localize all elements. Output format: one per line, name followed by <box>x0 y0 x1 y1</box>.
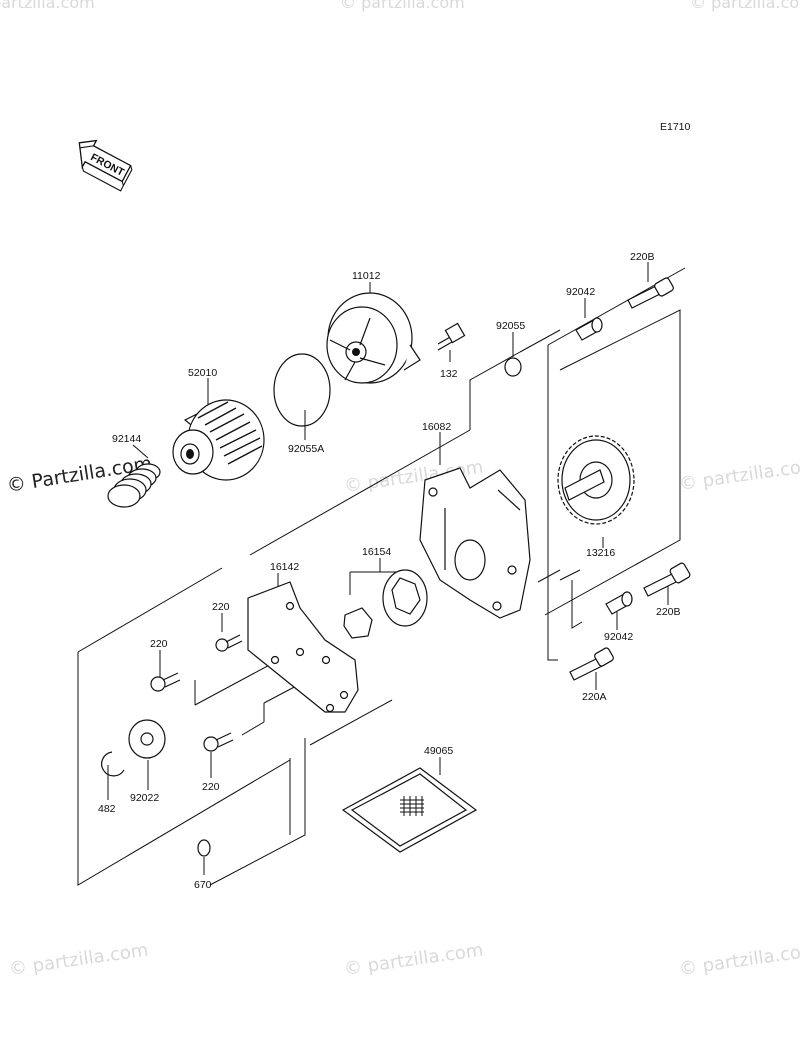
assembly-outline <box>77 267 686 886</box>
label-220-c: 220 <box>202 781 220 793</box>
circlip-part <box>101 751 125 777</box>
screw-220-a-part <box>215 634 243 652</box>
strainer-part <box>341 767 478 853</box>
label-92055: 92055 <box>496 320 525 332</box>
label-16142: 16142 <box>270 561 299 573</box>
o-ring-small-part <box>504 357 522 377</box>
front-arrow-icon: FRONT <box>78 139 133 192</box>
label-132: 132 <box>440 368 458 380</box>
label-220b-bottom: 220B <box>656 606 681 618</box>
cover-plate-part <box>247 581 359 713</box>
label-220-b: 220 <box>150 638 168 650</box>
svg-text:© partzilla.com: © partzilla.com <box>678 940 800 980</box>
sleeve-bottom-part <box>605 591 633 615</box>
label-92022: 92022 <box>130 792 159 804</box>
rotor-part <box>343 569 428 639</box>
bolt-220b-top-part <box>627 277 674 309</box>
label-13216: 13216 <box>586 547 615 559</box>
o-ring-670-part <box>197 839 211 857</box>
svg-text:© partzilla.com: © partzilla.com <box>340 0 465 12</box>
svg-text:© partzilla.com: © partzilla.com <box>343 940 485 980</box>
label-482: 482 <box>98 803 116 815</box>
label-670: 670 <box>194 879 212 891</box>
oil-filter-part <box>172 399 265 481</box>
screw-220-c-part <box>203 732 234 752</box>
label-92042-top: 92042 <box>566 286 595 298</box>
part-labels: 11012 52010 92055A 92144 132 92055 92042… <box>98 251 681 891</box>
label-52010: 52010 <box>188 367 217 379</box>
pump-gear-part <box>557 435 635 525</box>
label-11012: 11012 <box>352 270 381 282</box>
bolt-132-part <box>437 322 466 351</box>
svg-text:© partzilla.com: © partzilla.com <box>8 940 150 980</box>
pump-body-part <box>419 467 531 619</box>
label-16154: 16154 <box>362 546 391 558</box>
filter-cover-part <box>326 292 421 384</box>
label-220a: 220A <box>582 691 607 703</box>
spring-part <box>107 463 161 508</box>
diagram-code: E1710 <box>660 121 691 133</box>
sleeve-top-part <box>575 317 603 341</box>
svg-text:© partzilla.com: © partzilla.com <box>678 455 800 495</box>
label-92055a: 92055A <box>288 443 324 455</box>
label-92144: 92144 <box>112 433 141 445</box>
screw-220-b-part <box>150 672 181 692</box>
label-220b-top: 220B <box>630 251 655 263</box>
o-ring-large-part <box>273 353 331 427</box>
washer-part <box>128 719 166 759</box>
label-92042-bottom: 92042 <box>604 631 633 643</box>
label-220-a: 220 <box>212 601 230 613</box>
svg-text:© partzilla.com: © partzilla.com <box>690 0 800 12</box>
bolt-220a-part <box>569 647 614 681</box>
label-16082: 16082 <box>422 421 451 433</box>
bolt-220b-bottom-part <box>643 562 691 597</box>
svg-text:© partzilla.com: © partzilla.com <box>0 0 95 12</box>
label-49065: 49065 <box>424 745 453 757</box>
